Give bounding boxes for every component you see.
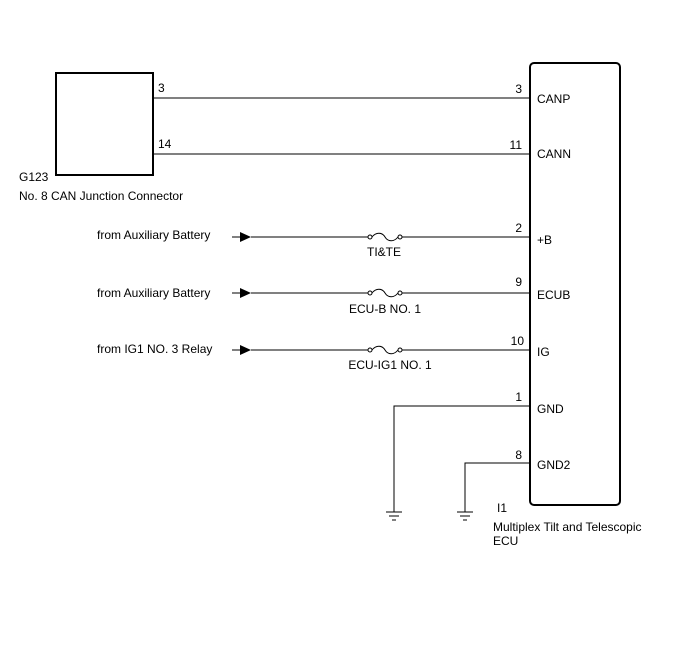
ecu-pin-number-ecub: 9 bbox=[515, 275, 522, 289]
ecu-pin-label-canp: CANP bbox=[537, 92, 570, 106]
fuse-label-2: ECU-B NO. 1 bbox=[349, 302, 421, 316]
can-junction-connector-box bbox=[55, 72, 154, 176]
ecu-pin-number-gnd: 1 bbox=[515, 390, 522, 404]
arrow-icon bbox=[240, 288, 251, 298]
arrow-icon bbox=[240, 232, 251, 242]
ecu-pin-number-b: 2 bbox=[515, 221, 522, 235]
connector-code: G123 bbox=[19, 170, 49, 184]
fuse-label-1: TI&TE bbox=[367, 245, 401, 259]
fuse-icon bbox=[367, 345, 403, 355]
ecu-name-line1: Multiplex Tilt and Telescopic bbox=[493, 520, 642, 534]
ecu-pin-label-ecub: ECUB bbox=[537, 288, 570, 302]
ecu-pin-label-gnd: GND bbox=[537, 402, 564, 416]
fuse-icon bbox=[367, 288, 403, 298]
ecu-pin-label-gnd2: GND2 bbox=[537, 458, 571, 472]
fuse-label-3: ECU-IG1 NO. 1 bbox=[348, 358, 432, 372]
arrow-icon bbox=[240, 345, 251, 355]
ecu-pin-number-gnd2: 8 bbox=[515, 448, 522, 462]
ground-icon bbox=[457, 511, 473, 521]
connector-pin-canp: 3 bbox=[158, 81, 165, 95]
ecu-pin-number-cann: 11 bbox=[510, 138, 523, 152]
source-text-3: from IG1 NO. 3 Relay bbox=[97, 342, 212, 356]
ecu-name-line2: ECU bbox=[493, 534, 518, 548]
connector-name: No. 8 CAN Junction Connector bbox=[19, 189, 183, 203]
ecu-pin-number-canp: 3 bbox=[515, 82, 522, 96]
ecu-box bbox=[529, 62, 621, 506]
ecu-pin-label-cann: CANN bbox=[537, 147, 571, 161]
fuse-icon bbox=[367, 232, 403, 242]
ecu-pin-number-ig: 10 bbox=[511, 334, 525, 348]
ground-icon bbox=[386, 511, 402, 521]
ecu-pin-label-b: +B bbox=[537, 233, 552, 247]
source-text-2: from Auxiliary Battery bbox=[97, 286, 210, 300]
connector-pin-cann: 14 bbox=[158, 137, 172, 151]
ecu-pin-label-ig: IG bbox=[537, 345, 550, 359]
source-text-1: from Auxiliary Battery bbox=[97, 228, 210, 242]
gnd-wire bbox=[393, 405, 530, 512]
gnd2-wire bbox=[464, 462, 530, 512]
ecu-code: I1 bbox=[497, 501, 507, 515]
